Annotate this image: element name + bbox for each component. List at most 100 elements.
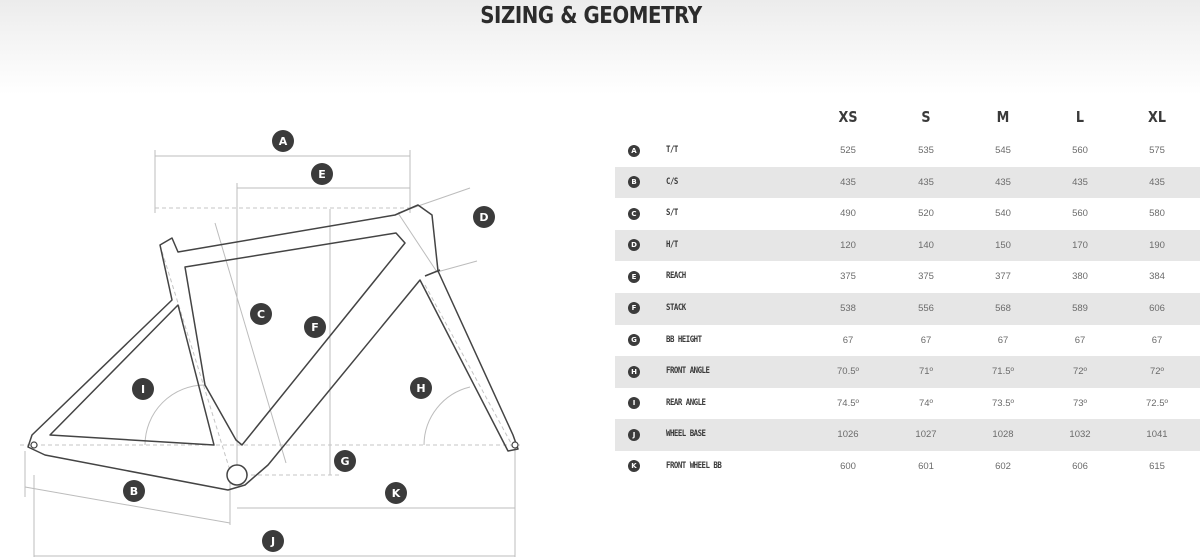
callout-k: K [385, 482, 407, 504]
value-cell: 67 [842, 334, 854, 346]
value-cell: 120 [840, 239, 856, 251]
page-title: SIZING & GEOMETRY [480, 3, 702, 29]
row-label: REACH [666, 271, 686, 282]
row-label: C/S [666, 176, 678, 187]
table-row: H FRONT ANGLE 70.5º 71º 71.5º 72º 72º [615, 356, 1200, 388]
value-cell: 190 [1149, 239, 1165, 251]
size-header-xl: XL [1148, 108, 1166, 126]
size-header-row: XS S M L XL [615, 103, 1200, 135]
svg-text:E: E [318, 168, 326, 181]
value-cell: 72º [1072, 366, 1088, 378]
svg-text:C: C [257, 308, 265, 321]
row-letter-badge: G [628, 334, 640, 347]
svg-text:K: K [392, 487, 401, 500]
table-row: A T/T 525 535 545 560 575 [615, 135, 1200, 167]
table-row: B C/S 435 435 435 435 435 [615, 166, 1200, 199]
row-letter-badge: H [628, 365, 640, 378]
value-cell: 545 [995, 145, 1011, 156]
value-cell: 606 [1072, 460, 1088, 472]
value-cell: 73º [1072, 397, 1088, 409]
row-label: WHEEL BASE [666, 429, 706, 440]
svg-text:A: A [279, 135, 288, 148]
value-cell: 377 [995, 271, 1011, 283]
callout-g: G [334, 450, 356, 472]
svg-text:H: H [416, 382, 425, 395]
value-cell: 74.5º [837, 397, 859, 409]
value-cell: 535 [918, 145, 934, 156]
value-cell: 72.5º [1146, 397, 1168, 409]
row-label: T/T [666, 145, 678, 155]
row-label: H/T [666, 239, 678, 250]
row-letter-badge: D [628, 239, 640, 252]
callout-e: E [311, 163, 333, 185]
value-cell: 150 [995, 239, 1011, 251]
size-header-s: S [921, 108, 931, 126]
value-cell: 601 [918, 460, 934, 472]
value-cell: 580 [1149, 208, 1165, 220]
value-cell: 1032 [1069, 429, 1091, 441]
value-cell: 435 [840, 176, 856, 188]
row-letter-badge: B [628, 176, 640, 189]
callout-j: J [262, 530, 284, 552]
value-cell: 380 [1072, 271, 1088, 283]
callout-f: F [304, 316, 326, 338]
value-cell: 74º [918, 397, 934, 409]
value-cell: 1028 [992, 429, 1014, 441]
value-cell: 560 [1072, 208, 1088, 220]
table-row: C S/T 490 520 540 560 580 [615, 198, 1200, 230]
callout-a: A [272, 130, 294, 152]
callout-b: B [123, 480, 145, 502]
table-row: J WHEEL BASE 1026 1027 1028 1032 1041 [615, 419, 1200, 451]
table-row: D H/T 120 140 150 170 190 [615, 229, 1200, 262]
geometry-diagram: A E D C F I H G B K J [0, 95, 600, 557]
svg-text:F: F [311, 321, 319, 334]
value-cell: 556 [918, 302, 934, 314]
svg-text:D: D [479, 211, 488, 224]
svg-text:I: I [141, 383, 145, 396]
value-cell: 575 [1149, 145, 1165, 156]
value-cell: 1027 [915, 429, 937, 441]
row-letter-badge: F [628, 302, 640, 315]
value-cell: 538 [840, 302, 856, 314]
value-cell: 606 [1149, 302, 1165, 314]
row-letter-badge: K [628, 460, 640, 473]
value-cell: 525 [840, 145, 856, 156]
value-cell: 540 [995, 208, 1011, 220]
value-cell: 1026 [837, 429, 859, 441]
value-cell: 72º [1149, 366, 1165, 378]
row-letter-badge: J [628, 428, 640, 441]
row-label: FRONT ANGLE [666, 366, 710, 377]
callout-c: C [250, 303, 272, 325]
svg-text:G: G [340, 455, 349, 468]
value-cell: 384 [1149, 271, 1165, 283]
row-label: BB HEIGHT [666, 334, 702, 345]
row-letter-badge: E [628, 270, 640, 283]
value-cell: 1041 [1146, 429, 1168, 441]
svg-text:J: J [270, 535, 275, 548]
value-cell: 435 [1072, 176, 1088, 188]
value-cell: 560 [1072, 145, 1088, 156]
value-cell: 435 [995, 176, 1011, 188]
row-letter-badge: A [628, 144, 640, 157]
value-cell: 589 [1072, 302, 1088, 314]
value-cell: 375 [840, 271, 856, 283]
row-letter-badge: I [628, 397, 640, 410]
value-cell: 615 [1149, 460, 1165, 472]
row-label: S/T [666, 208, 678, 219]
row-label: FRONT WHEEL BB [666, 460, 722, 471]
value-cell: 70.5º [837, 366, 859, 378]
header-band [0, 0, 1200, 95]
value-cell: 140 [918, 239, 934, 251]
value-cell: 490 [840, 208, 856, 220]
geometry-table: XS S M L XL A T/T 525 535 545 560 575 B … [615, 103, 1200, 483]
value-cell: 73.5º [992, 397, 1014, 409]
size-header-l: L [1075, 108, 1085, 126]
callout-h: H [410, 377, 432, 399]
table-row: G BB HEIGHT 67 67 67 67 67 [615, 325, 1200, 357]
size-header-xs: XS [838, 108, 858, 126]
row-label: REAR ANGLE [666, 397, 706, 408]
row-label: STACK [666, 302, 686, 313]
size-header-m: M [996, 108, 1010, 126]
value-cell: 520 [918, 208, 934, 220]
value-cell: 435 [918, 176, 934, 188]
